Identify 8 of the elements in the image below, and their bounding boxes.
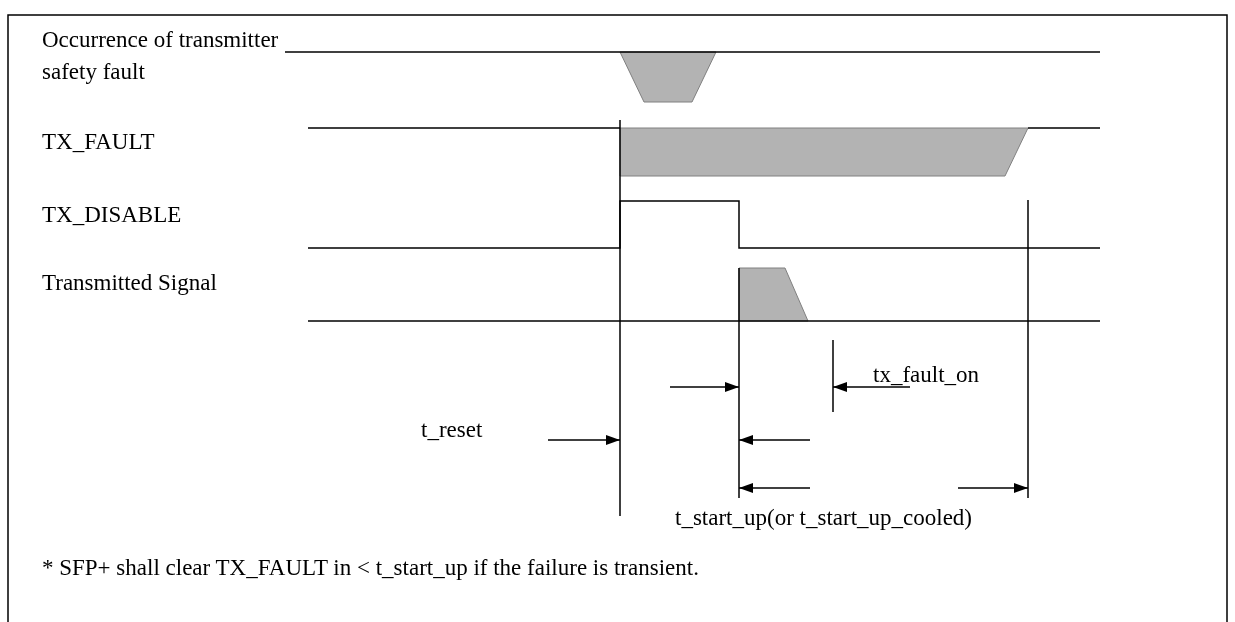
footnote: * SFP+ shall clear TX_FAULT in < t_start_up if the failure is transient. <box>42 554 699 582</box>
timing-label: t_start_up(or t_start_up_cooled) <box>675 504 972 532</box>
timing-label: t_reset <box>421 416 483 444</box>
signal-label: Occurrence of transmitter safety fault <box>42 26 280 86</box>
timing-label: tx_fault_on <box>873 361 980 389</box>
signal-label: TX_FAULT <box>42 128 155 156</box>
signal-label: Transmitted Signal <box>42 269 217 297</box>
signal-label: TX_DISABLE <box>42 201 182 229</box>
